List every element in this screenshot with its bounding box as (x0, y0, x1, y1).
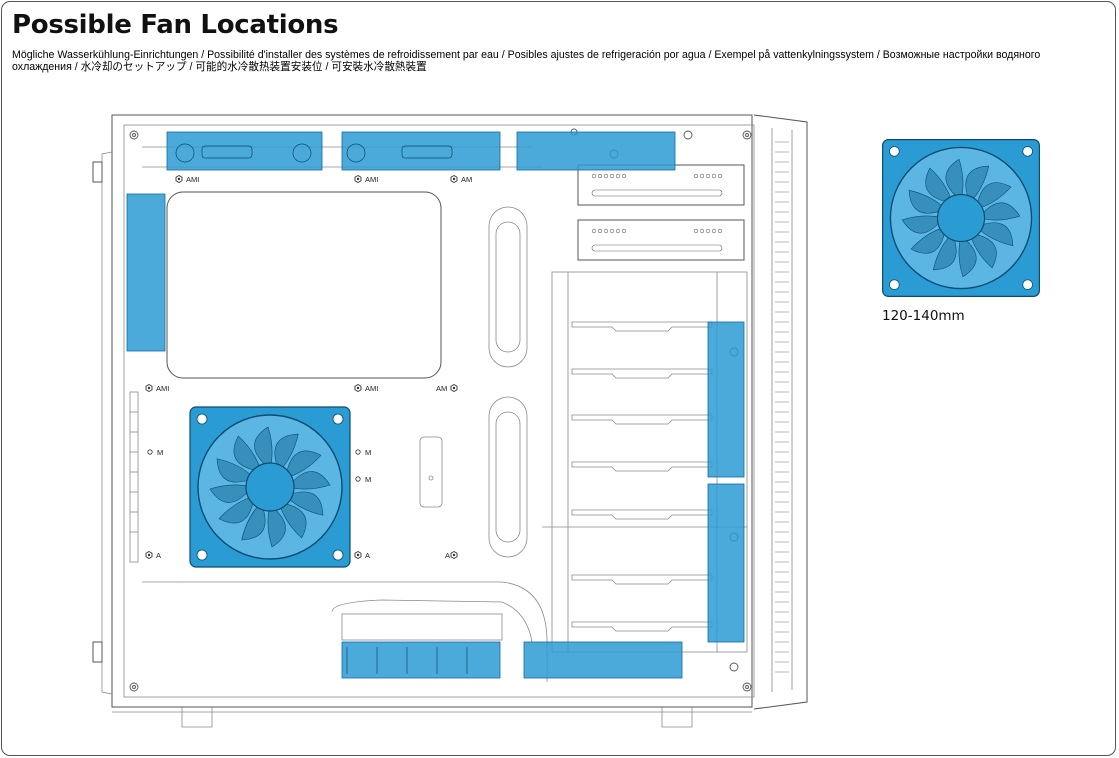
svg-text:M: M (157, 448, 163, 457)
svg-text:AM: AM (461, 175, 472, 184)
svg-text:AMI: AMI (156, 384, 169, 393)
fan-location-zones (126, 131, 745, 679)
svg-text:AMI: AMI (365, 384, 378, 393)
page-subtitle: Mögliche Wasserkühlung-Einrichtungen / P… (12, 49, 1041, 74)
fan-icon (190, 407, 350, 567)
svg-text:AMI: AMI (365, 175, 378, 184)
fan-zone-rear (126, 193, 166, 352)
fan-zone-top-2 (341, 131, 501, 171)
svg-text:A: A (445, 551, 450, 560)
fan-icon (883, 140, 1040, 297)
page-title: Possible Fan Locations (12, 10, 339, 40)
svg-text:M: M (365, 448, 371, 457)
front-mesh (775, 141, 789, 673)
fan-zone-front-1 (707, 321, 745, 478)
fan-size-label: 120-140mm (882, 308, 965, 324)
svg-text:AMI: AMI (186, 175, 199, 184)
fan-zone-bottom-2 (523, 641, 683, 679)
svg-text:AM: AM (436, 384, 447, 393)
mount-labels: AMI AMI AM AMI AMI AM M M M A A A (145, 175, 472, 560)
fan-zone-top-1 (166, 131, 323, 171)
svg-text:A: A (365, 551, 370, 560)
hdd-trays (571, 321, 713, 632)
svg-text:A: A (156, 551, 161, 560)
fan-zone-front-2 (707, 483, 745, 643)
fan-zone-bottom-1 (341, 641, 501, 679)
svg-text:M: M (365, 475, 371, 484)
fan-zone-top-3 (516, 131, 676, 171)
